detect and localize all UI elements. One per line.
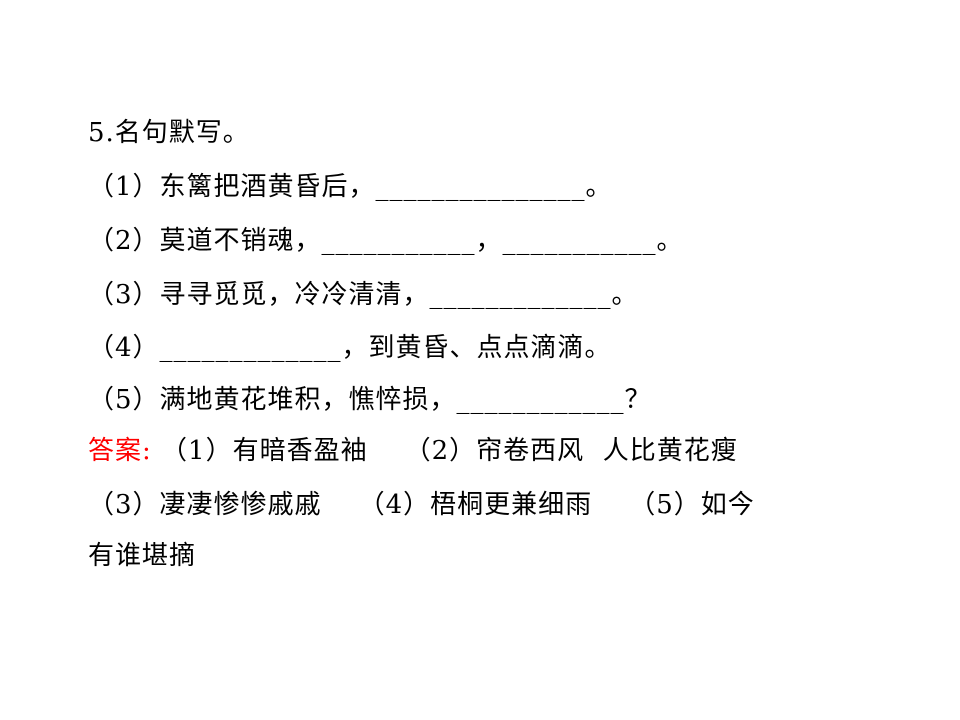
question-heading: 5.名句默写。 [88,118,250,148]
answer-line-1: 答案: （1）有暗香盈袖 （2）帘卷西风 人比黄花瘦 [88,436,738,466]
question-item-3: （3）寻寻觅觅，冷冷清清，_____________。 [88,280,639,310]
answer-line-3: 有谁堪摘 [88,541,197,571]
question-item-2: （2）莫道不销魂，___________，___________。 [88,226,684,256]
answer-line-2: （3）凄凄惨惨戚戚 （4）梧桐更兼细雨 （5）如今 [88,490,755,520]
question-item-4: （4）_____________，到黄昏、点点滴滴。 [88,333,612,363]
answer-text-1: （1）有暗香盈袖 （2）帘卷西风 人比黄花瘦 [151,436,738,466]
question-item-5: （5）满地黄花堆积，憔悴损，____________？ [88,385,652,415]
answer-label: 答案: [88,436,152,466]
question-item-1: （1）东篱把酒黄昏后，_______________。 [88,172,613,202]
